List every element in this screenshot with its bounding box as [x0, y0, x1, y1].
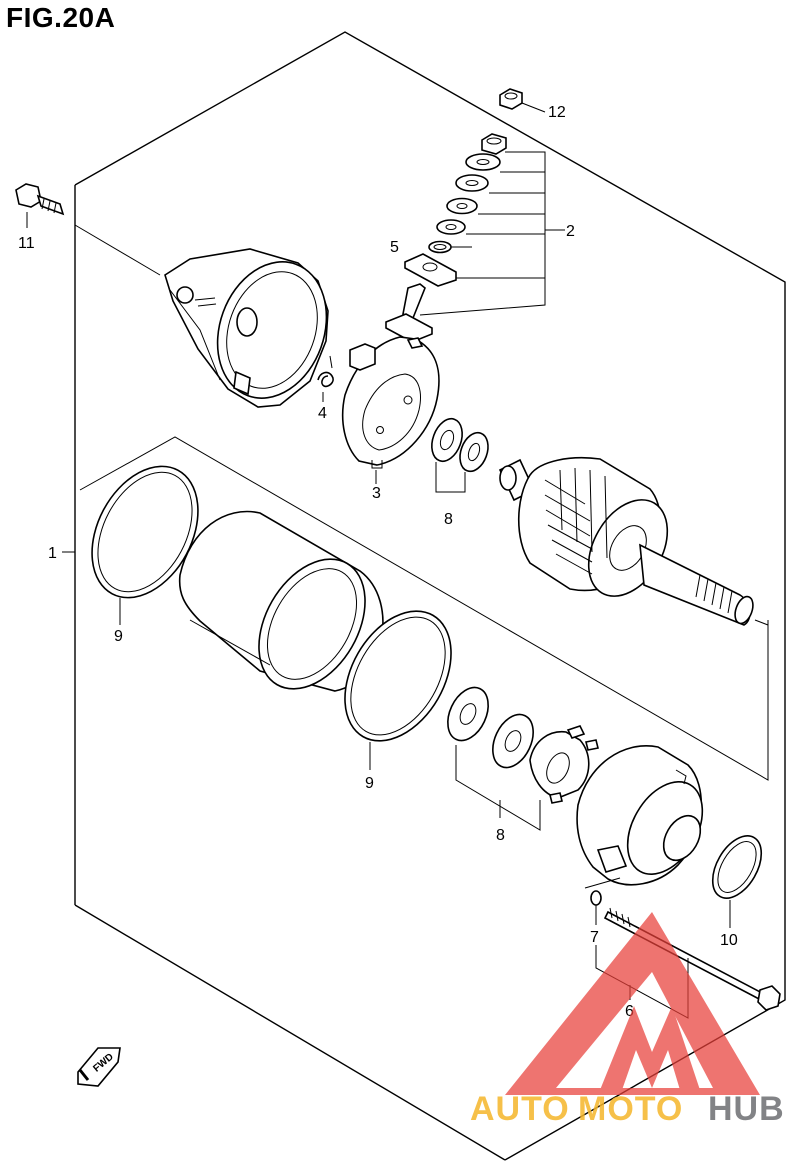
- callout-7: 7: [590, 929, 599, 946]
- part-3-brush-holder: [341, 336, 440, 484]
- callout-12: 12: [548, 104, 566, 121]
- watermark-text-moto: MOTO: [578, 1090, 683, 1128]
- callout-9-bottom: 9: [365, 775, 374, 792]
- lock-plate: [529, 725, 599, 804]
- figure-title: FIG.20A: [6, 2, 116, 33]
- callout-1: 1: [48, 545, 57, 562]
- part-8-washers-top: [431, 417, 489, 493]
- callout-5: 5: [390, 239, 399, 256]
- callout-2: 2: [566, 223, 575, 240]
- watermark-text-auto: AUTO: [470, 1090, 570, 1128]
- front-cover: [576, 745, 704, 889]
- callout-6: 6: [625, 1003, 634, 1020]
- callout-8-top: 8: [444, 511, 453, 528]
- part-4-spring: [317, 355, 334, 402]
- part-12-nut: [499, 88, 546, 113]
- callout-10: 10: [720, 932, 738, 949]
- callout-labels: 1 2 3 4 5 6 7 8 8 9 9 10 11 12: [18, 104, 738, 1020]
- part-9-o-ring-top: [91, 465, 199, 625]
- part-2-terminal-kit: [385, 133, 565, 343]
- callout-4: 4: [318, 405, 327, 422]
- watermark-text-hub: HUB: [708, 1090, 785, 1128]
- rear-cover: [164, 248, 329, 408]
- callout-3: 3: [372, 485, 381, 502]
- watermark-wordmark: AUTO MOTO HUB: [470, 1090, 785, 1128]
- part-8-washers-bottom: [447, 686, 541, 831]
- callout-11: 11: [18, 235, 35, 252]
- callout-8-bottom: 8: [496, 827, 505, 844]
- armature: [498, 456, 769, 780]
- callout-9-top: 9: [114, 628, 123, 645]
- part-7-o-ring: [590, 890, 602, 925]
- yoke-housing: [178, 510, 384, 692]
- part-11-bolt: [15, 183, 65, 228]
- part-10-o-ring: [711, 835, 763, 928]
- fwd-arrow-icon: FWD: [77, 1047, 121, 1087]
- watermark-logo: [505, 912, 760, 1095]
- part-9-o-ring-bottom: [344, 610, 452, 770]
- assembly-boundary: [74, 31, 786, 1161]
